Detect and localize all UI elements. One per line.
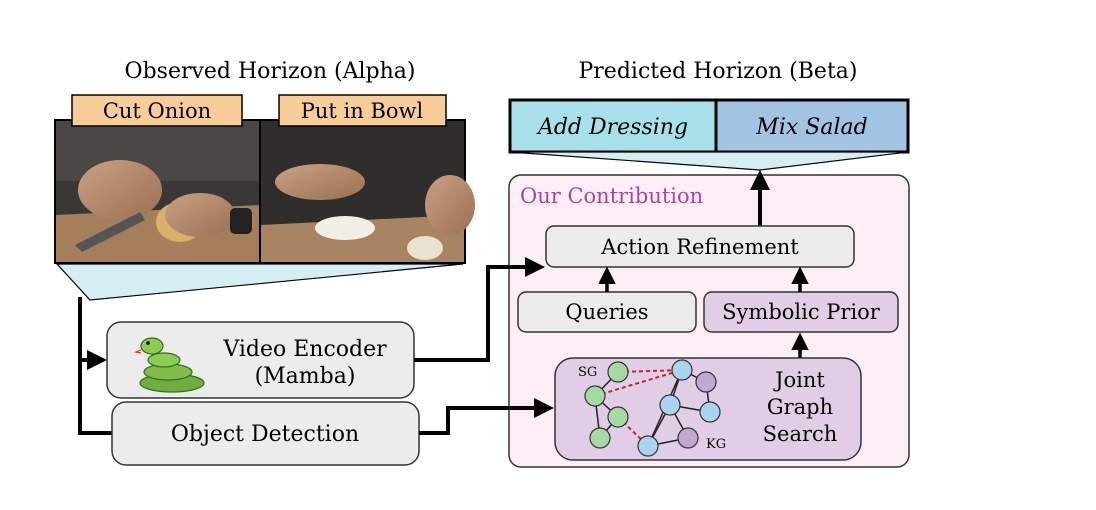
kg-node (637, 435, 659, 457)
symbolic-prior-label: Symbolic Prior (722, 300, 881, 324)
graph-search-line-1: Joint (773, 368, 825, 392)
observed-horizon-title: Observed Horizon (Alpha) (125, 59, 416, 84)
contribution-title: Our Contribution (520, 184, 703, 208)
kg-node (699, 401, 721, 423)
mix-salad-box (714, 98, 910, 154)
observed-funnel (55, 263, 464, 301)
graph-search-line-3: Search (763, 422, 838, 446)
queries-label: Queries (565, 300, 648, 324)
mix-salad-label: Mix Salad (755, 115, 867, 140)
predicted-funnel (509, 151, 909, 171)
detection-to-graph-arrow (419, 398, 554, 435)
video-encoder-label-2: (Mamba) (255, 364, 356, 389)
sg-node (589, 427, 611, 449)
graph-dashed-edges (594, 369, 683, 447)
frame-cut-onion (56, 121, 260, 262)
kg-label: KG (706, 437, 726, 452)
cut-onion-label: Cut Onion (103, 99, 211, 123)
cut-onion-box (71, 94, 243, 127)
action-refinement-box (545, 225, 855, 268)
frame-put-in-bowl (261, 121, 475, 262)
action-refinement-label: Action Refinement (600, 235, 799, 259)
snake-icon (133, 337, 205, 393)
predicted-horizon-title: Predicted Horizon (Beta) (578, 59, 857, 84)
put-in-bowl-box (278, 94, 447, 127)
sg-node (607, 406, 629, 428)
object-detection-label: Object Detection (171, 422, 359, 447)
kg-node (677, 427, 699, 449)
sg-node (607, 361, 629, 383)
sg-label: SG (578, 365, 597, 380)
kg-node (671, 359, 693, 381)
put-in-bowl-label: Put in Bowl (301, 99, 424, 123)
graph-search-line-2: Graph (767, 395, 833, 419)
video-encoder-label-1: Video Encoder (222, 337, 387, 362)
kg-node (659, 394, 681, 416)
sg-node (584, 385, 606, 407)
kg-node (695, 371, 717, 393)
frames-to-detection-connector (78, 297, 112, 435)
graph-nodes (584, 359, 721, 457)
encoder-to-refinement-arrow (414, 257, 545, 362)
add-dressing-label: Add Dressing (536, 115, 688, 140)
observed-video-frames (54, 119, 475, 264)
